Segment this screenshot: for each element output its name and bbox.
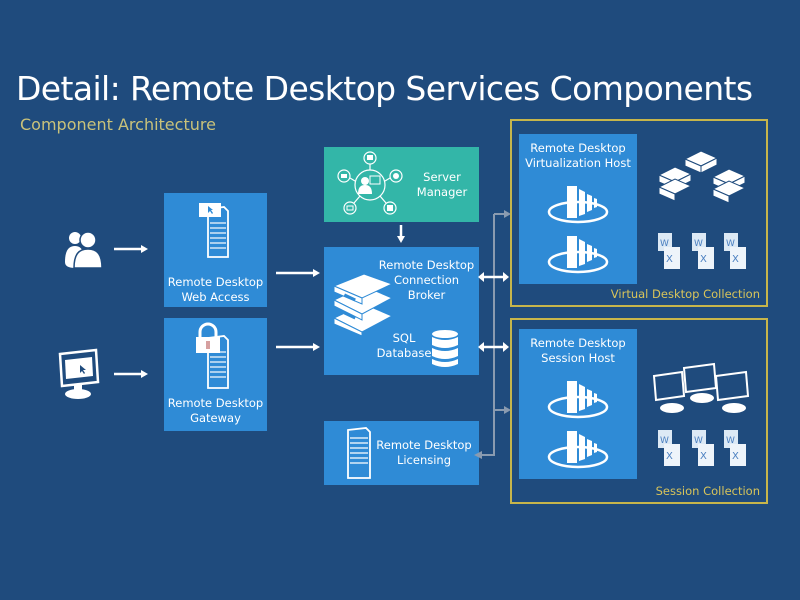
label-line: Remote Desktop [530, 141, 626, 155]
label-line: Database [376, 346, 432, 360]
session-collection-label: Session Collection [655, 484, 760, 498]
web-access-box[interactable]: Remote Desktop Web Access [164, 193, 267, 307]
session-host-label: Remote Desktop Session Host [519, 336, 637, 366]
virtualization-server-icon [547, 236, 609, 274]
web-server-icon [199, 203, 229, 258]
connector-lines [474, 210, 511, 459]
gray-arrowhead-virtualization [504, 210, 511, 218]
gateway-box[interactable]: Remote Desktop Gateway [164, 318, 267, 431]
label-line: Virtualization Host [525, 156, 631, 170]
office-documents-icon: W X W X W X [658, 233, 746, 269]
svg-text:X: X [666, 254, 673, 265]
broker-session-double-arrow [478, 342, 509, 352]
server-manager-box[interactable]: Server Manager [324, 147, 479, 222]
svg-text:W: W [660, 239, 669, 249]
label-line: Session Host [541, 351, 615, 365]
arrow-gateway-to-broker [276, 343, 320, 351]
broker-virtual-double-arrow [478, 272, 509, 282]
svg-text:W: W [726, 436, 735, 446]
connection-broker-label: Remote Desktop Connection Broker [374, 258, 479, 303]
virtualization-host-label: Remote Desktop Virtualization Host [519, 141, 637, 171]
label-line: Remote Desktop [167, 275, 264, 289]
session-server-icon [547, 431, 609, 469]
stacked-servers-icon [332, 273, 394, 337]
arrow-web-access-to-broker [276, 269, 320, 277]
server-manager-label: Server Manager [412, 170, 472, 200]
gray-arrowhead-session [504, 406, 511, 414]
svg-text:X: X [732, 451, 739, 462]
label-line: Remote Desktop [530, 336, 626, 350]
virtual-desktop-collection-label: Virtual Desktop Collection [610, 287, 760, 301]
svg-text:W: W [694, 436, 703, 446]
arrow-monitor-to-gateway [114, 370, 148, 378]
label-line: Server [423, 170, 461, 184]
page-subtitle: Component Architecture [20, 115, 216, 134]
svg-text:X: X [700, 451, 707, 462]
gray-bus-connector [476, 213, 506, 456]
users-icon [65, 231, 103, 269]
server-manager-hub-icon [337, 151, 403, 215]
gateway-label: Remote Desktop Gateway [164, 396, 267, 426]
label-line: Remote Desktop [167, 396, 264, 410]
label-line: SQL [392, 331, 416, 345]
arrow-server-manager-to-broker [397, 225, 405, 243]
svg-text:X: X [666, 451, 673, 462]
svg-text:X: X [700, 254, 707, 265]
session-host-box[interactable]: Remote Desktop Session Host [519, 329, 637, 479]
office-documents-icon: W X W X W X [658, 430, 746, 466]
locked-server-icon [196, 322, 229, 389]
svg-text:W: W [694, 239, 703, 249]
database-icon [432, 330, 458, 367]
desktops-icon [652, 362, 750, 413]
label-line: Remote Desktop [378, 258, 475, 272]
label-line: Connection [393, 273, 460, 287]
virtualization-server-icon [547, 186, 609, 224]
virtual-desktop-collection[interactable]: Remote Desktop Virtualization Host [510, 119, 768, 307]
licensing-label: Remote Desktop Licensing [376, 438, 472, 468]
session-collection[interactable]: Remote Desktop Session Host W [510, 318, 768, 504]
label-line: Web Access [181, 290, 250, 304]
gray-arrowhead-licensing [474, 451, 482, 459]
svg-text:X: X [732, 254, 739, 265]
monitor-icon [58, 348, 100, 399]
label-line: Gateway [190, 411, 241, 425]
label-line: Broker [407, 288, 446, 302]
virtual-machines-icon [657, 150, 747, 204]
session-server-icon [547, 381, 609, 419]
virtualization-host-box[interactable]: Remote Desktop Virtualization Host [519, 134, 637, 284]
label-line: Remote Desktop [376, 438, 472, 452]
connection-broker-box[interactable]: Remote Desktop Connection Broker SQL Dat… [324, 247, 479, 375]
svg-text:W: W [726, 239, 735, 249]
page-title: Detail: Remote Desktop Services Componen… [16, 69, 753, 108]
licensing-box[interactable]: Remote Desktop Licensing [324, 421, 479, 485]
label-line: Manager [416, 185, 468, 199]
svg-text:W: W [660, 436, 669, 446]
label-line: Licensing [396, 453, 452, 467]
web-access-label: Remote Desktop Web Access [164, 275, 267, 305]
server-tower-icon [347, 427, 371, 479]
arrow-users-to-web-access [114, 245, 148, 253]
sql-database-label: SQL Database [364, 331, 444, 361]
